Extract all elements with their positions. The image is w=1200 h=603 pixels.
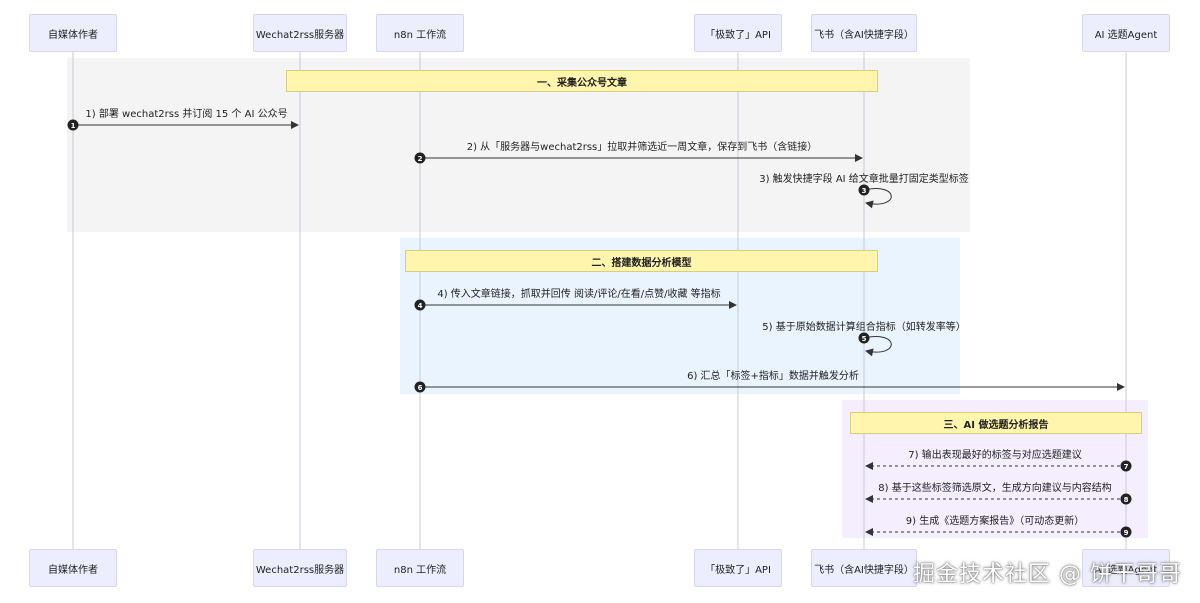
message-label-7: 7) 输出表现最好的标签与对应选题建议 xyxy=(908,450,1082,461)
message-label-8: 8) 基于这些标签筛选原文，生成方向建议与内容结构 xyxy=(878,483,1112,494)
message-badge-number-4: 4 xyxy=(418,302,423,310)
message-badge-7 xyxy=(1120,460,1132,472)
message-arrow-5 xyxy=(863,336,892,357)
section-title-1: 一、采集公众号文章 xyxy=(286,70,878,92)
section-title-2: 二、搭建数据分析模型 xyxy=(405,250,878,272)
section-title-3: 三、AI 做选题分析报告 xyxy=(850,412,1142,434)
message-badge-number-6: 6 xyxy=(418,384,423,392)
message-badge-5 xyxy=(858,332,870,344)
message-label-2: 2) 从「服务器与wechat2rss」拉取并筛选近一周文章，保存到飞书（含链接… xyxy=(466,142,818,153)
message-badge-9 xyxy=(1120,526,1132,538)
message-label-1: 1) 部署 wechat2rss 并订阅 15 个 AI 公众号 xyxy=(85,109,288,120)
message-badge-1 xyxy=(67,119,79,131)
message-badge-8 xyxy=(1120,493,1132,505)
actor-api-top: 「极致了」API xyxy=(694,14,782,52)
message-badge-2 xyxy=(414,152,426,164)
message-label-5: 5) 基于原始数据计算组合指标（如转发率等） xyxy=(762,322,966,333)
actor-media-bottom: 自媒体作者 xyxy=(29,549,117,587)
actor-api-bottom: 「极致了」API xyxy=(694,549,782,587)
actor-agent-top: AI 选题Agent xyxy=(1082,14,1170,52)
actor-n8n-top: n8n 工作流 xyxy=(376,14,464,52)
message-badge-number-1: 1 xyxy=(71,122,76,130)
message-badge-4 xyxy=(414,299,426,311)
actor-agent-bottom: AI 选题Agent xyxy=(1082,549,1170,587)
actor-feishu-bottom: 飞书（含AI快捷字段） xyxy=(811,549,917,587)
message-badge-6 xyxy=(414,381,426,393)
actor-n8n-bottom: n8n 工作流 xyxy=(376,549,464,587)
message-arrow-3 xyxy=(863,188,892,209)
message-badge-number-3: 3 xyxy=(862,187,867,195)
actor-media-top: 自媒体作者 xyxy=(29,14,117,52)
message-badge-number-2: 2 xyxy=(418,155,423,163)
message-badge-number-8: 8 xyxy=(1124,496,1129,504)
message-label-3: 3) 触发快捷字段 AI 给文章批量打固定类型标签 xyxy=(759,174,969,185)
actor-feishu-top: 飞书（含AI快捷字段） xyxy=(811,14,917,52)
watermark: 掘金技术社区 @ 饼干哥哥 xyxy=(913,562,1182,587)
message-badge-number-7: 7 xyxy=(1124,463,1129,471)
message-label-4: 4) 传入文章链接，抓取并回传 阅读/评论/在看/点赞/收藏 等指标 xyxy=(437,289,721,300)
message-label-9: 9) 生成《选题方案报告》（可动态更新） xyxy=(905,516,1085,527)
message-label-6: 6) 汇总「标签+指标」数据并触发分析 xyxy=(687,371,859,382)
message-badge-3 xyxy=(858,184,870,196)
actor-server-top: Wechat2rss服务器 xyxy=(253,14,347,52)
message-badge-number-5: 5 xyxy=(862,335,867,343)
actor-server-bottom: Wechat2rss服务器 xyxy=(253,549,347,587)
message-badge-number-9: 9 xyxy=(1124,529,1129,537)
